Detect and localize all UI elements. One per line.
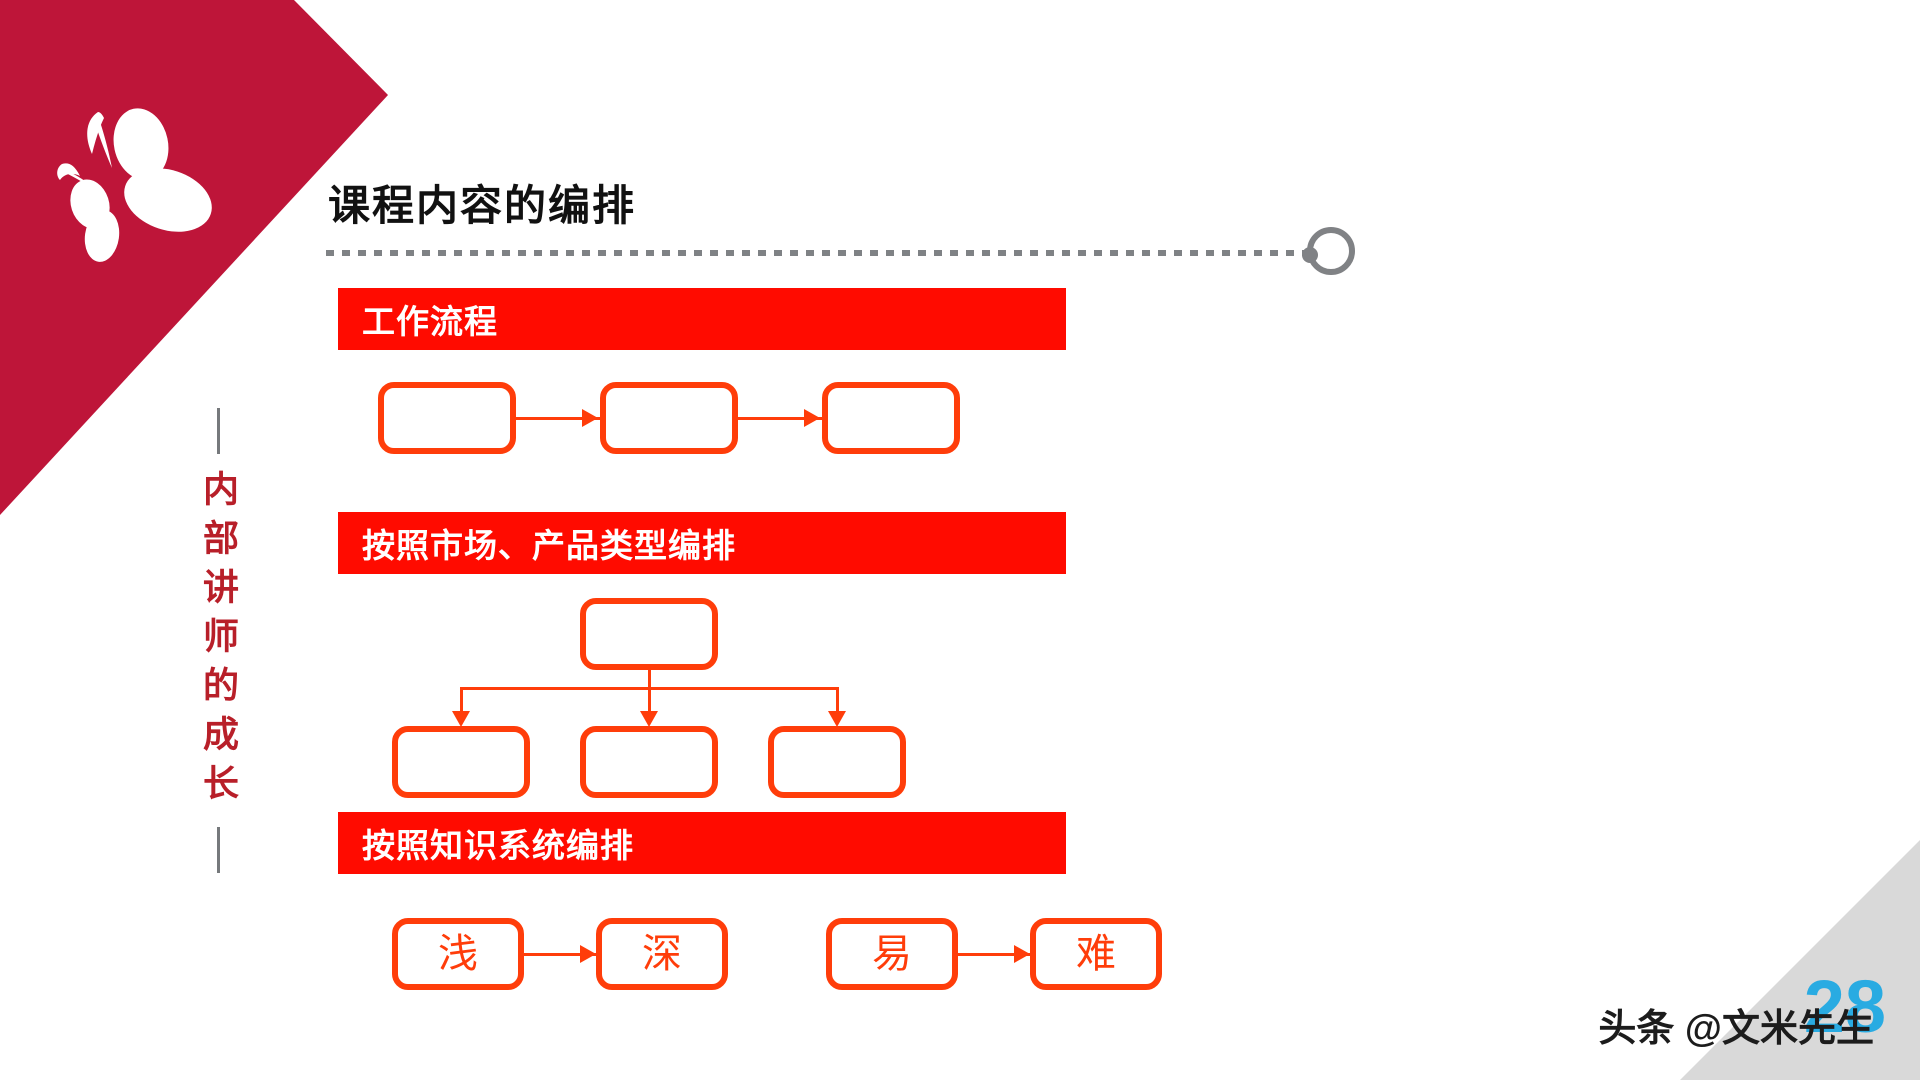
side-label-text: 内部讲师的成长 [198,470,239,813]
section-header-workflow: 工作流程 [338,288,1066,350]
tree-arrow-head-3 [828,711,846,727]
section-header-market-product: 按照市场、产品类型编排 [338,512,1066,574]
flow-arrow-1 [516,417,600,420]
tree-trunk-line [648,670,651,688]
butterfly-icon [57,108,212,262]
flow-box-2[interactable] [600,382,738,454]
page-title: 课程内容的编排 [328,182,637,229]
page-number: 28 [1803,965,1886,1048]
section-header-knowledge-system: 按照知识系统编排 [338,812,1066,874]
tree-root-box[interactable] [580,598,718,670]
tree-child-box-1[interactable] [392,726,530,798]
tree-child-box-2[interactable] [580,726,718,798]
gray-corner-decoration [1680,840,1920,1080]
tree-branch-line-2 [648,687,651,713]
knowledge-arrow-head-2 [1014,945,1030,963]
title-dotted-rule [326,250,1312,256]
side-label: 内部讲师的成长 [196,408,240,873]
side-rule-top [216,408,220,454]
side-rule-bottom [216,827,220,873]
tree-branch-line-1 [460,687,463,713]
tree-arrow-head-2 [640,711,658,727]
knowledge-arrow-2 [958,953,1030,956]
section-header-label: 工作流程 [362,303,498,340]
section-header-label: 按照知识系统编排 [362,827,634,864]
flow-arrow-head-1 [582,409,598,427]
flow-box-3[interactable] [822,382,960,454]
knowledge-arrow-1 [524,953,596,956]
tree-child-box-3[interactable] [768,726,906,798]
knowledge-box-hard[interactable]: 难 [1030,918,1162,990]
flow-box-1[interactable] [378,382,516,454]
watermark-text: 头条 @文米先生 [1598,1007,1874,1050]
knowledge-arrow-head-1 [580,945,596,963]
circle-endpoint-marker-icon [1302,227,1355,275]
tree-arrow-head-1 [452,711,470,727]
flow-arrow-2 [738,417,822,420]
flow-arrow-head-2 [804,409,820,427]
knowledge-box-easy[interactable]: 易 [826,918,958,990]
tree-branch-line-3 [836,687,839,713]
knowledge-box-shallow[interactable]: 浅 [392,918,524,990]
section-header-label: 按照市场、产品类型编排 [362,527,736,564]
knowledge-box-deep[interactable]: 深 [596,918,728,990]
